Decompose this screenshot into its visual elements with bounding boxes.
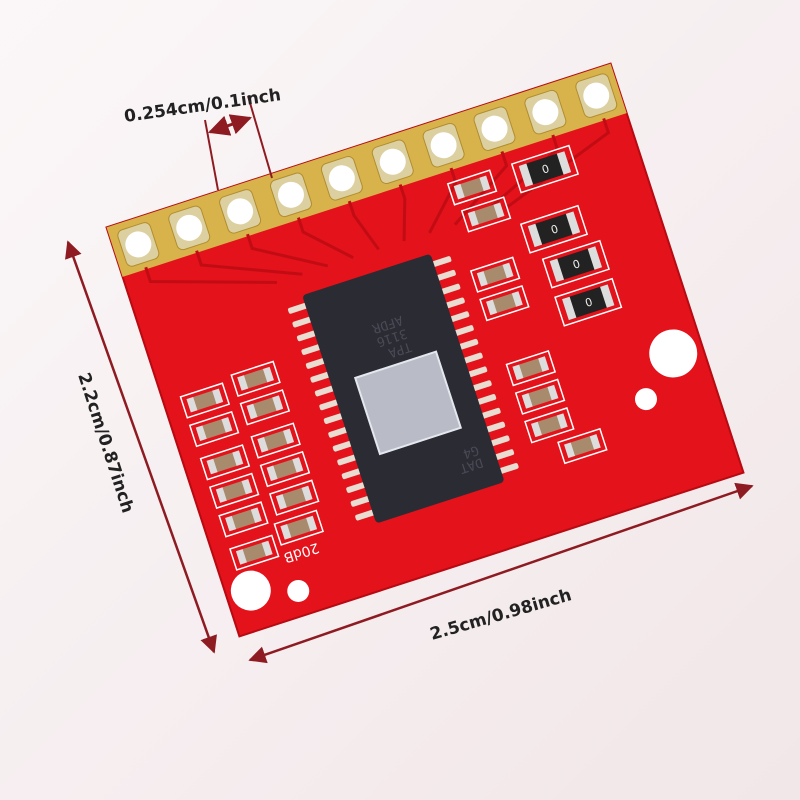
mounting-hole [649, 329, 698, 378]
smd-capacitor [446, 169, 498, 206]
header-pin [270, 172, 312, 218]
header-pin [168, 205, 211, 251]
chip-pin [456, 338, 479, 351]
header-pin [320, 156, 363, 201]
trace [347, 200, 380, 251]
chip-pin [314, 384, 337, 397]
smd-capacitor [469, 256, 521, 293]
height-label: 2.2cm/0.87inch [73, 370, 137, 515]
trace [398, 184, 407, 242]
smd-components: 0 0 0 0 [179, 144, 623, 571]
smd-capacitor [259, 450, 311, 488]
header-pin [371, 139, 414, 185]
chip-pin [492, 449, 515, 461]
chip-pin [332, 440, 355, 452]
chip-pin [483, 421, 506, 434]
resistor-label: 0 [571, 257, 582, 272]
chip-pin [296, 329, 319, 342]
chip-pin [447, 311, 470, 323]
chip-marking-4: DAT [457, 454, 484, 476]
trace [453, 151, 509, 226]
chip-pin [292, 315, 315, 328]
resistor-label: 0 [549, 222, 560, 237]
pin-pitch-label: 0.254cm/0.1inch [123, 85, 282, 127]
smd-capacitor [250, 422, 301, 459]
header-pin [219, 189, 262, 234]
header-pin [422, 122, 465, 168]
smd-capacitor [505, 349, 557, 387]
smd-resistor: 0 [554, 277, 623, 327]
chip-pin [328, 426, 351, 438]
chip-pin [469, 380, 492, 392]
chip-pin [465, 366, 488, 378]
chip-pin [310, 371, 333, 383]
chip-pin [337, 453, 359, 466]
pin-pitch-annotation: 0.254cm/0.1inch [123, 85, 282, 191]
smd-capacitor [239, 389, 291, 426]
trace [296, 217, 354, 260]
trace [246, 233, 329, 268]
chip-pin [461, 352, 483, 365]
chip-pin [305, 357, 328, 369]
smd-capacitor [230, 360, 281, 397]
smd-resistor: 0 [519, 204, 589, 254]
resistor-label: 0 [584, 295, 595, 310]
chip-pin [287, 302, 310, 314]
chip-pin [319, 398, 342, 411]
chip-pin [478, 407, 501, 420]
chip-pin [438, 283, 461, 296]
chip-pin [429, 256, 452, 268]
chip-marking-1: TPA [386, 338, 413, 360]
width-label: 2.5cm/0.98inch [428, 585, 574, 645]
header-pin [524, 89, 567, 135]
chip-thermal-pad [353, 350, 463, 456]
mounting-hole [634, 388, 657, 411]
header-pin [473, 106, 516, 151]
chip-pin [487, 435, 510, 447]
chip-pin [323, 412, 346, 424]
chip-pin [474, 394, 497, 406]
chip-pin [443, 297, 465, 309]
chip-marking-5: G4 [461, 442, 481, 461]
smd-capacitor [460, 196, 512, 233]
smd-capacitor [524, 407, 575, 444]
smd-resistor: 0 [541, 239, 610, 289]
chip-pin [496, 463, 519, 475]
header-pin [575, 73, 618, 118]
trace [428, 167, 458, 234]
smd-resistor: 0 [510, 144, 580, 194]
smd-capacitor [557, 427, 608, 465]
smd-capacitor [479, 284, 530, 322]
chip-pin [434, 269, 456, 282]
chip-pin [452, 325, 474, 337]
smd-capacitor [514, 378, 566, 415]
chip-pin [301, 343, 324, 356]
chip-pin [341, 467, 364, 480]
chip-pins [287, 256, 519, 521]
trace [504, 117, 611, 210]
resistor-label: 0 [540, 162, 551, 177]
